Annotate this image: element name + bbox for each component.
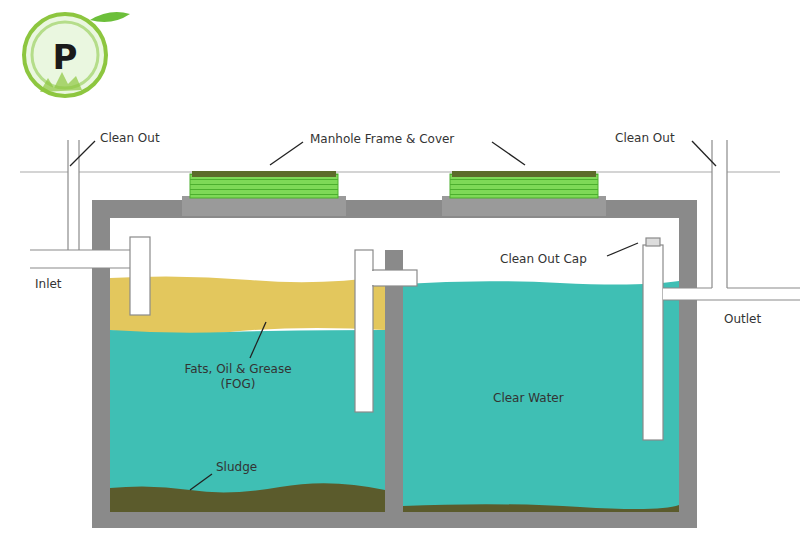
sludge-layer: [110, 483, 385, 512]
ground-line: [20, 171, 780, 172]
logo: [24, 12, 130, 96]
tank-wall: [92, 200, 697, 528]
pipe-label: Inlet: [35, 277, 62, 292]
callout-label: Clean Out: [100, 131, 160, 146]
logo-letter: P: [53, 36, 78, 79]
outlet-pipe: [643, 140, 800, 440]
sludge-right: [403, 504, 679, 512]
callout-label: Clean Out: [615, 131, 675, 146]
leader-lines: [70, 141, 716, 490]
divider-wall: [385, 250, 403, 512]
layer-label: Fats, Oil & Grease (FOG): [178, 362, 298, 392]
inlet-pipe: [30, 140, 150, 315]
water-right: [403, 281, 679, 512]
water-left: [110, 330, 385, 512]
callout-label: Manhole Frame & Cover: [310, 132, 454, 147]
layer-label: Clear Water: [493, 391, 564, 406]
layer-label: Sludge: [216, 460, 257, 475]
pipe-label: Outlet: [724, 312, 761, 327]
baffle-tee: [355, 250, 417, 412]
fog-layer: [110, 276, 385, 335]
manhole-frame-cover: [182, 171, 606, 216]
callout-label: Clean Out Cap: [500, 252, 587, 267]
tank-interior: [110, 218, 679, 512]
